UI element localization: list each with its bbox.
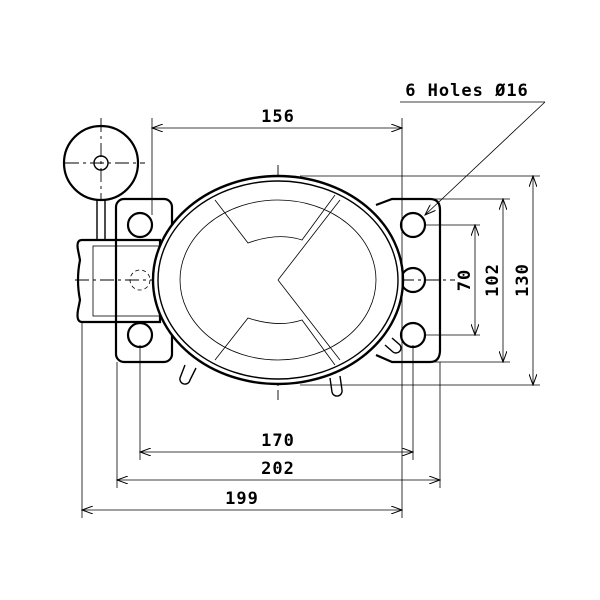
dim-202: 202 (261, 459, 295, 479)
compressor-body (151, 174, 405, 397)
holes-callout: 6 Holes Ø16 (400, 81, 546, 215)
dim-156: 156 (261, 107, 295, 127)
dim-130: 130 (513, 263, 533, 297)
dim-102: 102 (483, 263, 503, 297)
terminal-box (76, 238, 162, 324)
dim-70: 70 (455, 269, 475, 291)
dimension-lines (82, 128, 533, 510)
dim-199: 199 (225, 489, 259, 509)
holes-callout-label: 6 Holes Ø16 (405, 81, 529, 101)
dim-170: 170 (261, 431, 295, 451)
